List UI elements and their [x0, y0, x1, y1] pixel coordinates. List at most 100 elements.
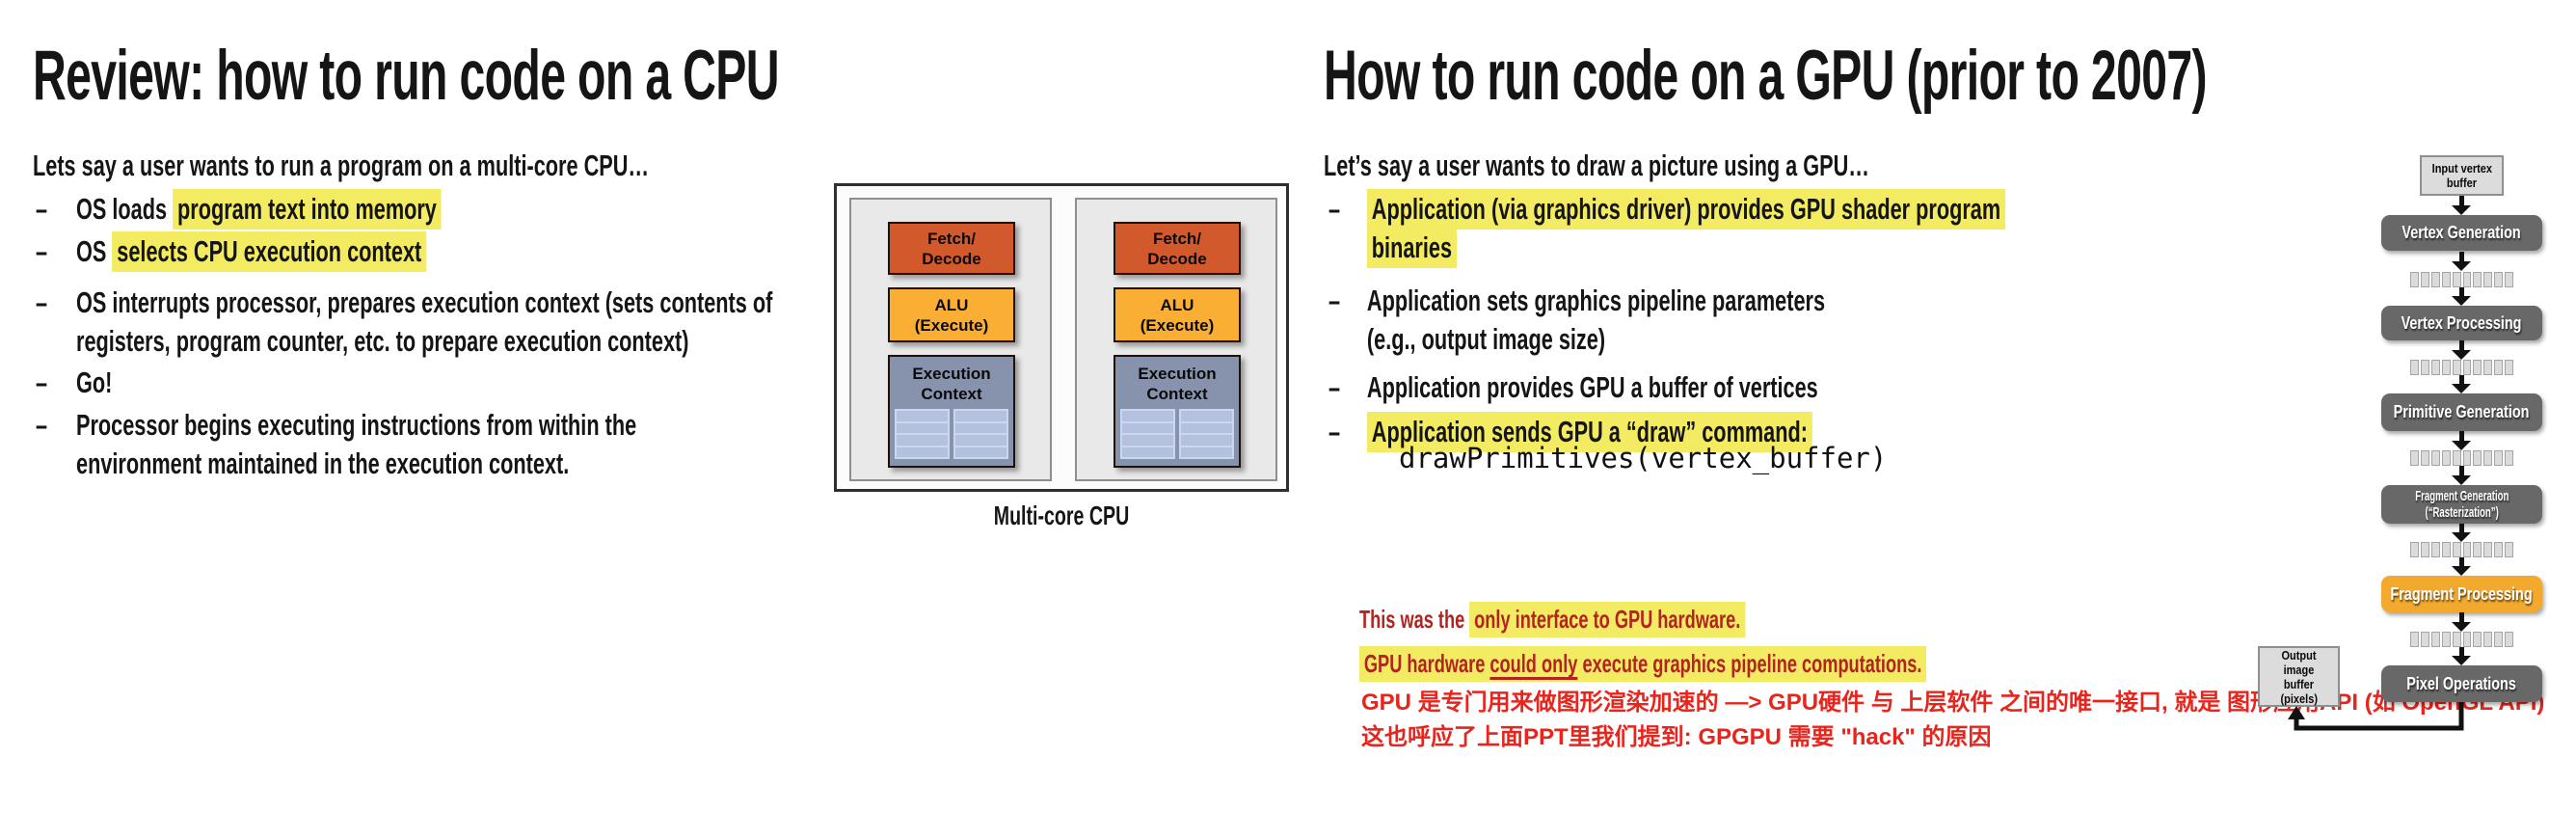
execution-context-label: Execution: [912, 365, 991, 383]
right-bullet-pipeline-parameters: –Application sets graphics pipeline para…: [1328, 282, 1825, 359]
register-file: [895, 409, 1008, 459]
register-file: [1120, 409, 1234, 459]
cpu-core-1: Fetch/ Decode ALU (Execute) Execution Co…: [849, 198, 1052, 481]
bullet-dash: –: [1328, 415, 1341, 448]
alu-execute-box: ALU (Execute): [888, 287, 1015, 342]
output-image-buffer-label: (pixels): [2280, 690, 2318, 706]
right-slide-subtitle: Let’s say a user wants to draw a picture…: [1324, 149, 1869, 182]
right-bullet-shader-binaries: –Application (via graphics driver) provi…: [1328, 189, 2006, 268]
right-bullet-vertex-buffer: –Application provides GPU a buffer of ve…: [1328, 368, 1818, 407]
multicore-cpu-caption: Multi-core CPU: [993, 501, 1130, 530]
highlighted-text: Application sends GPU a “draw” command:: [1366, 412, 1812, 452]
register-block: [895, 409, 950, 459]
execution-context-label: Context: [1146, 385, 1208, 403]
multicore-cpu-diagram: Fetch/ Decode ALU (Execute) Execution Co…: [834, 183, 1289, 492]
down-arrow-icon: [2452, 647, 2471, 665]
bullet-line-2: (e.g., output image size): [1366, 322, 1606, 356]
bullet-dash: –: [36, 285, 48, 319]
alu-label: ALU: [934, 295, 969, 314]
down-arrow-icon: [2452, 431, 2471, 450]
bullet-line-1: Application sets graphics pipeline param…: [1366, 284, 1826, 317]
highlighted-line-1: Application (via graphics driver) provid…: [1366, 189, 2006, 230]
down-arrow-icon: [2452, 252, 2471, 271]
bullet-dash: –: [1328, 370, 1341, 404]
bullet-line-1: Processor begins executing instructions …: [76, 408, 637, 442]
bullet-dash: –: [1328, 284, 1341, 317]
buffer-strip: [2410, 272, 2514, 287]
stage-pixel-operations: Pixel Operations: [2381, 665, 2542, 702]
left-bullet-os-loads: –OS loads program text into memory: [36, 189, 442, 230]
bullet-line-2: registers, program counter, etc. to prep…: [76, 324, 689, 358]
bullet-line-2: environment maintained in the execution …: [76, 447, 570, 480]
underlined-red-text: could only: [1489, 649, 1578, 678]
highlighted-line-2: binaries: [1366, 228, 1457, 268]
stage-vertex-processing: Vertex Processing: [2381, 306, 2542, 340]
down-arrow-icon: [2452, 612, 2471, 632]
execution-context-box: Execution Context: [888, 355, 1015, 468]
input-vertex-buffer-label: buffer: [2446, 176, 2478, 190]
execution-context-box: Execution Context: [1114, 355, 1241, 468]
bullet-text: Application provides GPU a buffer of ver…: [1366, 370, 1818, 404]
bullet-line-1: OS interrupts processor, prepares execut…: [76, 285, 773, 319]
stage-fragment-processing: Fragment Processing: [2381, 576, 2542, 612]
stage-fragment-generation: Fragment Generation(“Rasterization”): [2381, 485, 2542, 524]
red-note-could-only: GPU hardware could only execute graphics…: [1359, 642, 1927, 685]
register-block: [1179, 409, 1234, 459]
bullet-text: OS: [76, 234, 113, 268]
chinese-note-line-2: 这也呼应了上面PPT里我们提到: GPGPU 需要 "hack" 的原因: [1361, 724, 1992, 750]
alu-label: (Execute): [1140, 315, 1215, 335]
draw-primitives-code: drawPrimitives(vertex_buffer): [1399, 442, 1888, 474]
buffer-strip: [2410, 360, 2514, 375]
right-slide-title: How to run code on a GPU (prior to 2007): [1324, 37, 2208, 115]
register-block: [1120, 409, 1175, 459]
bullet-dash: –: [36, 234, 48, 268]
fetch-decode-label: Fetch/: [1152, 229, 1202, 248]
execution-context-label: Context: [921, 385, 982, 403]
fetch-decode-label: Fetch/: [926, 229, 977, 248]
down-arrow-icon: [2452, 287, 2471, 306]
alu-label: (Execute): [914, 315, 989, 335]
left-bullet-os-selects: –OS selects CPU execution context: [36, 231, 427, 272]
left-slide-title: Review: how to run code on a CPU: [33, 37, 780, 115]
register-block: [953, 409, 1008, 459]
bullet-dash: –: [36, 408, 48, 442]
feedback-elbow-arrow: [2288, 702, 2464, 731]
highlighted-text: selects CPU execution context: [112, 231, 427, 272]
alu-execute-box: ALU (Execute): [1114, 287, 1241, 342]
bullet-dash: –: [36, 192, 48, 226]
bullet-dash: –: [1328, 192, 1341, 226]
stage-vertex-generation: Vertex Generation: [2381, 215, 2542, 251]
bullet-text: Go!: [76, 365, 113, 399]
down-arrow-icon: [2452, 375, 2471, 393]
fetch-decode-box: Fetch/ Decode: [1114, 222, 1241, 275]
output-image-buffer-label: Output image: [2281, 647, 2317, 677]
red-text: This was the: [1359, 605, 1470, 634]
stage-primitive-generation: Primitive Generation: [2381, 393, 2542, 431]
right-bullet-draw-command: –Application sends GPU a “draw” command:: [1328, 412, 1812, 452]
input-vertex-buffer-label: Input vertex: [2431, 161, 2492, 176]
down-arrow-icon: [2452, 196, 2471, 215]
red-text: GPU hardware: [1363, 649, 1490, 678]
fetch-decode-box: Fetch/ Decode: [888, 222, 1015, 275]
highlighted-text: program text into memory: [173, 189, 442, 230]
left-bullet-os-interrupts: –OS interrupts processor, prepares execu…: [36, 284, 772, 361]
fetch-decode-label: Decode: [922, 249, 981, 268]
left-slide-subtitle: Lets say a user wants to run a program o…: [33, 149, 650, 182]
down-arrow-icon: [2452, 466, 2471, 485]
red-text: execute graphics pipeline computations.: [1577, 649, 1922, 678]
left-bullet-go: –Go!: [36, 364, 112, 402]
buffer-strip: [2410, 450, 2514, 466]
red-note-only-interface: This was the only interface to GPU hardw…: [1359, 598, 1746, 640]
fetch-decode-label: Decode: [1147, 249, 1207, 268]
down-arrow-icon: [2452, 557, 2471, 576]
chinese-note-line-1: GPU 是专门用来做图形渲染加速的 —> GPU硬件 与 上层软件 之间的唯一接…: [1361, 690, 2545, 716]
execution-context-label: Execution: [1138, 365, 1217, 383]
highlighted-red-text: only interface to GPU hardware.: [1469, 602, 1746, 637]
down-arrow-icon: [2452, 340, 2471, 360]
highlighted-red-text: GPU hardware could only execute graphics…: [1359, 646, 1927, 682]
bullet-text: OS loads: [76, 192, 174, 226]
buffer-strip: [2410, 632, 2514, 647]
